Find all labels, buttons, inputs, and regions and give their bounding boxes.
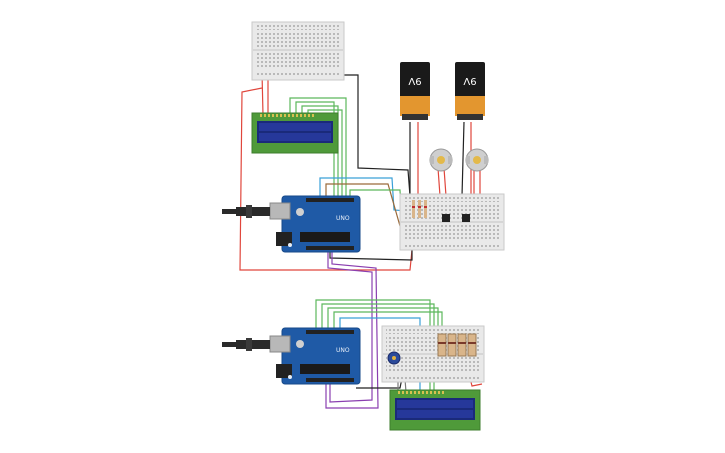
wire-black-top[interactable] xyxy=(340,74,411,197)
arduino-bottom[interactable]: UNO xyxy=(269,327,361,385)
wire-green-bottom-3[interactable] xyxy=(327,307,439,330)
transistor-right[interactable] xyxy=(462,214,470,222)
wire-black-battery-right[interactable] xyxy=(461,121,465,197)
transistor-left[interactable] xyxy=(442,214,450,222)
arduino-top[interactable]: UNO xyxy=(269,195,361,253)
breadboard-top[interactable] xyxy=(251,21,345,81)
wire-green-lcd-4[interactable] xyxy=(289,97,347,198)
lcd-top[interactable] xyxy=(251,112,339,154)
battery-left-label: 9V xyxy=(408,75,421,86)
battery-right[interactable]: 9V xyxy=(455,62,485,120)
arduino-top-brand: UNO xyxy=(336,215,350,222)
wire-black-ground[interactable] xyxy=(329,250,413,261)
wires xyxy=(239,47,483,409)
lcd-bottom[interactable] xyxy=(389,389,481,431)
breadboard-motor[interactable] xyxy=(399,193,505,251)
breadboard-bottom[interactable] xyxy=(381,325,485,383)
wire-motor-left[interactable] xyxy=(437,167,447,197)
motor-right[interactable] xyxy=(465,148,489,172)
wire-motor-right[interactable] xyxy=(473,168,481,196)
battery-left[interactable]: 9V xyxy=(400,62,430,120)
motor-left[interactable] xyxy=(429,148,453,172)
wire-purple-2[interactable] xyxy=(325,252,379,409)
wire-red-loop[interactable] xyxy=(239,87,413,271)
usb-cable-top[interactable] xyxy=(222,205,270,218)
battery-right-label: 9V xyxy=(463,75,476,86)
usb-cable-bottom[interactable] xyxy=(222,338,270,351)
potentiometer[interactable] xyxy=(387,351,401,365)
wire-purple-1[interactable] xyxy=(327,252,373,403)
resistor-array[interactable] xyxy=(412,200,427,218)
button-array[interactable] xyxy=(437,333,477,357)
arduino-bottom-brand: UNO xyxy=(336,347,350,354)
wire-green-bottom-4[interactable] xyxy=(333,311,443,330)
